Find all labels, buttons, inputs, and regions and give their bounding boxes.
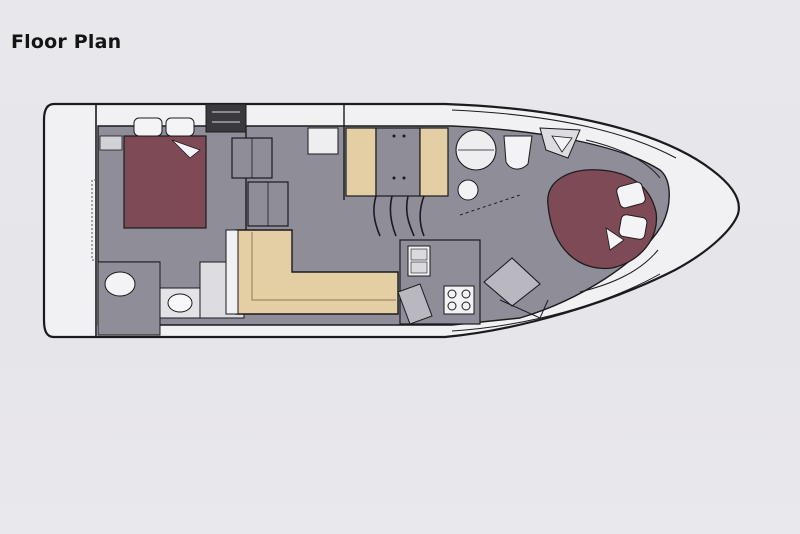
transom-hatch	[91, 179, 96, 261]
companionway-steps	[373, 195, 425, 237]
dinette-table	[375, 127, 421, 197]
forward-berth-fold	[605, 227, 625, 251]
forward-pillow-lower	[618, 214, 648, 240]
page-title: Floor Plan	[11, 31, 122, 53]
instrument-panel	[307, 127, 339, 155]
aft-head-compartment	[97, 261, 161, 336]
aft-sink	[167, 293, 193, 313]
aft-pillow-right	[165, 117, 195, 137]
forward-cabin-step	[483, 257, 541, 307]
galley-locker	[397, 283, 433, 325]
hanging-locker	[205, 103, 247, 133]
dinette-seat-right	[419, 127, 449, 197]
sink-basin	[410, 261, 428, 274]
settee-end-cap	[225, 229, 239, 315]
stbd-hull-liner	[451, 273, 661, 332]
stove-burner	[461, 289, 471, 299]
settee-cushion-line	[251, 232, 396, 301]
stove-burner	[461, 301, 471, 311]
head-door-line	[459, 194, 521, 216]
forward-shelf-stbd	[579, 249, 659, 293]
table-pin	[392, 176, 396, 180]
forward-toilet	[503, 135, 533, 170]
table-pin	[402, 176, 406, 180]
sink-basin	[410, 248, 428, 261]
table-pin	[402, 134, 406, 138]
dinette-seat-left	[345, 127, 377, 197]
forward-sink	[457, 179, 479, 201]
aft-toilet	[104, 271, 136, 297]
stove-burner	[447, 289, 457, 299]
forward-shelf-port	[585, 139, 661, 179]
port-hull-liner	[451, 109, 677, 159]
forward-locker-lid	[551, 135, 573, 153]
aft-locker	[99, 135, 123, 151]
aft-pillow-left	[133, 117, 163, 137]
aft-berth-fold	[171, 139, 201, 159]
table-pin	[392, 134, 396, 138]
stove-burner	[447, 301, 457, 311]
galley-stove	[443, 285, 475, 315]
forward-pillow-upper	[616, 181, 646, 209]
